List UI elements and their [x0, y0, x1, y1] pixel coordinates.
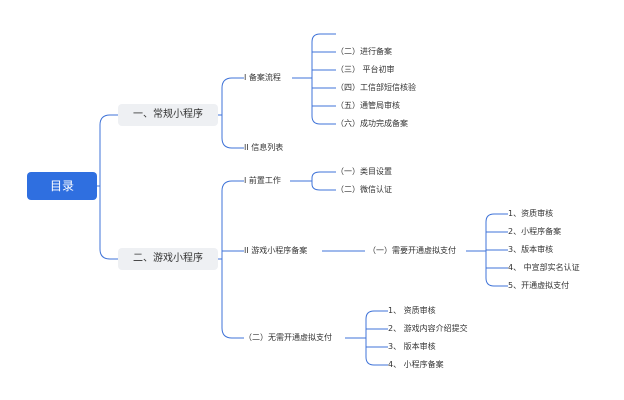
node-vp-step-1[interactable]: 1、资质审核 — [508, 209, 554, 218]
node-novp-step-3[interactable]: 3、 版本审核 — [388, 342, 436, 351]
branch-regular-miniprogram[interactable]: 一、常规小程序 — [118, 104, 218, 126]
node-need-virtual-payment[interactable]: （一）需要开通虚拟支付 — [368, 246, 456, 255]
node-novp-step-2[interactable]: 2、 游戏内容介绍提交 — [388, 324, 468, 333]
node-vp-step-5[interactable]: 5、开通虚拟支付 — [508, 281, 570, 290]
node-novp-step-1[interactable]: 1、 资质审核 — [388, 306, 436, 315]
node-filing-step-2[interactable]: （二）进行备案 — [336, 47, 392, 56]
node-filing-process[interactable]: I 备案流程 — [244, 73, 281, 82]
node-novp-step-4[interactable]: 4、 小程序备案 — [388, 360, 444, 369]
node-filing-step-5[interactable]: （五）通管局审核 — [336, 101, 400, 110]
branch-game-miniprogram[interactable]: 二、游戏小程序 — [118, 248, 218, 270]
node-preparation[interactable]: I 前置工作 — [244, 176, 281, 185]
node-vp-step-3[interactable]: 3、版本审核 — [508, 245, 554, 254]
node-category-setup[interactable]: （一）类目设置 — [336, 167, 392, 176]
node-filing-step-6[interactable]: （六）成功完成备案 — [336, 119, 408, 128]
root-node[interactable]: 目录 — [27, 172, 97, 200]
node-game-filing[interactable]: II 游戏小程序备案 — [244, 246, 308, 255]
node-vp-step-2[interactable]: 2、小程序备案 — [508, 227, 562, 236]
node-no-virtual-payment[interactable]: （二）无需开通虚拟支付 — [244, 333, 332, 342]
node-vp-step-4[interactable]: 4、 中宣部实名认证 — [508, 263, 580, 272]
node-info-list[interactable]: II 信息列表 — [244, 143, 284, 152]
node-wechat-auth[interactable]: （二）微信认证 — [336, 185, 392, 194]
node-filing-step-4[interactable]: （四）工信部短信核验 — [336, 83, 416, 92]
node-filing-step-3[interactable]: （三） 平台初审 — [336, 65, 395, 74]
